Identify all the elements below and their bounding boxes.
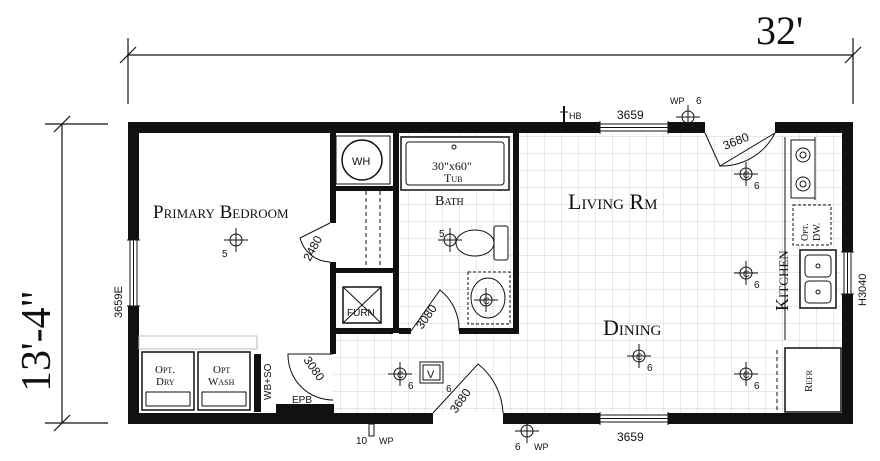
epb-label: EPB <box>292 395 312 406</box>
optional-dryer <box>141 351 195 411</box>
weatherproof-outlet-bottom-left <box>368 423 375 437</box>
optional-dishwasher-label-1: Opt. <box>800 223 811 241</box>
bathtub <box>400 136 510 191</box>
window-top-label: 3659 <box>617 108 644 122</box>
utility-door <box>287 353 334 401</box>
epb-panel <box>276 404 334 413</box>
weatherproof-outlet-bottom-right <box>515 419 539 443</box>
kitchen-mid-fixture-number: 6 <box>754 280 760 291</box>
c-mark: C <box>636 352 643 362</box>
lavatory-light <box>474 288 498 312</box>
kitchen-range <box>790 139 816 199</box>
furnace-label: FURN <box>347 308 375 319</box>
living-room-label: Living Rm <box>568 189 657 214</box>
c-mark: C <box>397 370 404 380</box>
interior-walls <box>330 133 519 354</box>
bath-light-fixture <box>438 228 462 252</box>
kitchen-top-fixture-number: 6 <box>754 181 760 192</box>
kitchen-light-top <box>734 162 758 186</box>
bath-door <box>410 289 460 332</box>
water-heater-label: WH <box>352 156 370 168</box>
kitchen-light-bottom <box>734 362 758 386</box>
bath-fixture-number: 5 <box>439 229 445 240</box>
refrigerator-label: Refr <box>803 369 815 392</box>
window-bottom-label: 3659 <box>617 430 644 444</box>
vent-number: 6 <box>446 384 452 395</box>
bath-lavatory <box>467 271 511 325</box>
ceiling-vent <box>419 361 444 384</box>
c-mark: C <box>483 296 490 306</box>
wp-bottom-right-label: WP <box>534 442 549 452</box>
wp-top-number: 6 <box>696 96 702 107</box>
primary-bedroom-label: Primary Bedroom <box>153 202 289 223</box>
tub-size-label: 30"x60" <box>432 159 472 173</box>
entry-fixture-number: 6 <box>408 381 414 392</box>
optional-washer-label-2: Wash <box>208 376 235 388</box>
c-mark: C <box>743 170 750 180</box>
bedroom-closet-door <box>299 191 381 268</box>
kitchen-label: Kitchen <box>772 250 792 311</box>
hose-bib-label: HB <box>569 111 582 121</box>
entry-light-fixture <box>388 362 412 386</box>
kitchen-light-mid <box>734 261 758 285</box>
optional-dishwasher-label-2: DW. <box>812 223 823 241</box>
furnace <box>342 286 382 324</box>
depth-dimension-line <box>45 115 108 432</box>
window-left <box>127 239 140 307</box>
bath-label: Bath <box>435 194 464 209</box>
vent-label: V <box>427 369 435 381</box>
top-door <box>704 132 776 167</box>
entry-floor-grid <box>333 333 403 413</box>
bedroom-fixture-number: 5 <box>222 249 228 260</box>
wp-top-label: WP <box>670 96 685 106</box>
kitchen-sink <box>799 249 837 309</box>
window-right <box>841 251 854 295</box>
utility-door-label: 3080 <box>301 354 328 384</box>
width-label: 32' <box>756 8 803 53</box>
hose-bib-icon <box>560 106 568 122</box>
window-left-label: 3659E <box>113 286 125 318</box>
dining-label: Dining <box>603 315 662 340</box>
kitchen-counter <box>784 137 816 340</box>
kitchen-bottom-fixture-number: 6 <box>754 381 760 392</box>
top-door-opening <box>705 121 775 134</box>
optional-dryer-label-2: Dry <box>156 376 175 388</box>
weatherproof-outlet-top <box>676 105 700 129</box>
dining-light-fixture <box>627 344 651 368</box>
laundry-counter <box>138 335 258 350</box>
bedroom-closet-door-label: 2480 <box>300 233 325 263</box>
c-mark: C <box>743 370 750 380</box>
tub-label: Tub <box>444 171 462 185</box>
optional-dishwasher <box>792 204 832 246</box>
front-door-opening <box>433 412 503 425</box>
wp-bottom-left-number: 10 <box>356 436 368 447</box>
depth-label: 13'-4" <box>14 290 60 392</box>
window-right-label: H3040 <box>857 274 869 306</box>
width-dimension-line <box>119 38 862 104</box>
dining-fixture-number: 6 <box>647 363 653 374</box>
bedroom-light-fixture <box>224 228 248 252</box>
optional-washer-label-1: Opt <box>213 364 230 376</box>
wp-bottom-left-label: WP <box>379 436 394 446</box>
optional-dryer-label-1: Opt. <box>155 364 175 376</box>
refrigerator <box>784 347 842 413</box>
wp-bottom-right-number: 6 <box>515 442 521 453</box>
water-heater <box>335 135 391 185</box>
wb-so-label: WB+SO <box>263 363 274 400</box>
c-mark: C <box>743 269 750 279</box>
window-bottom <box>599 412 669 425</box>
toilet <box>455 225 509 261</box>
washer-box <box>254 354 261 412</box>
window-top <box>599 121 669 134</box>
optional-washer <box>197 351 251 411</box>
front-door <box>432 363 504 414</box>
